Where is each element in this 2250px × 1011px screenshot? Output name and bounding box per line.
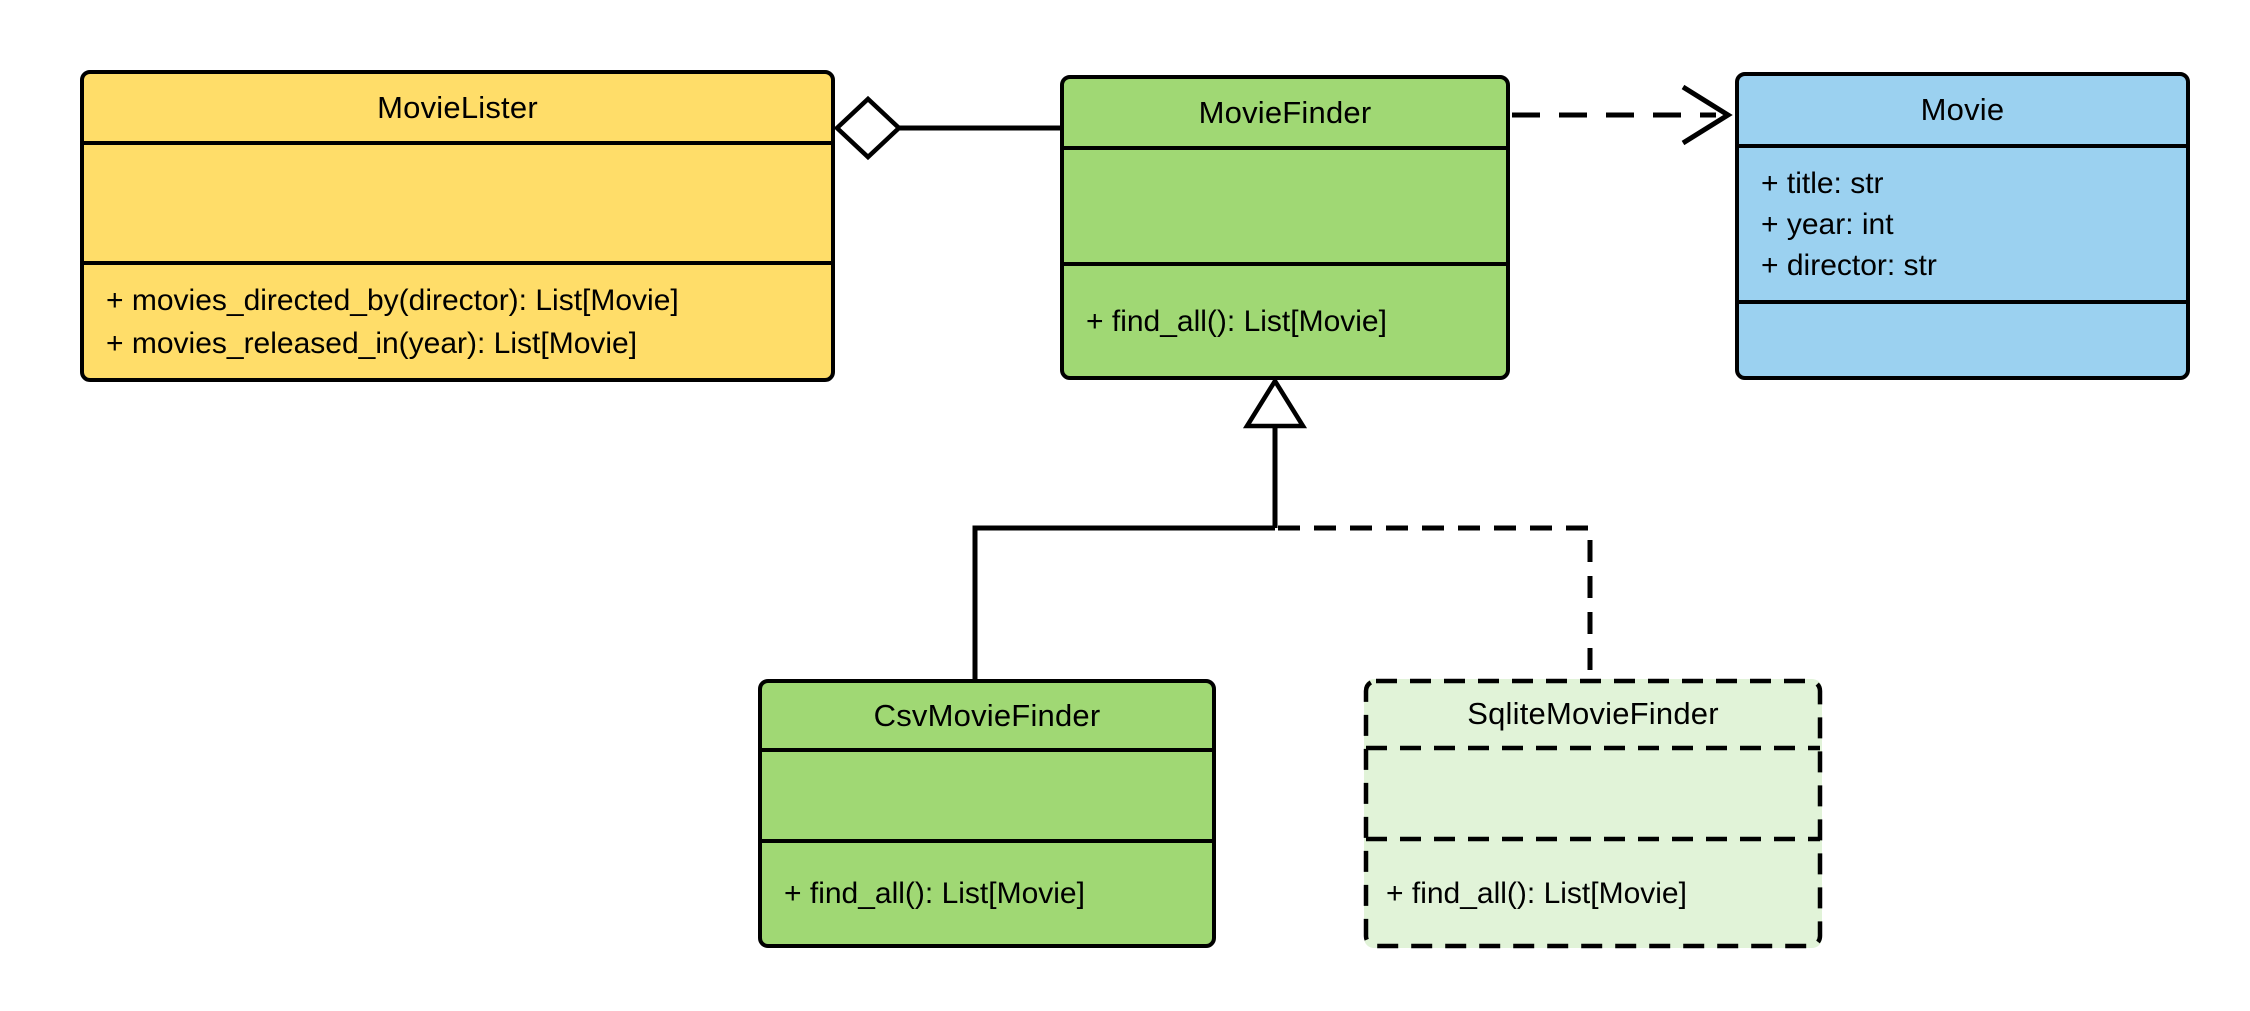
class-moviefinder-title: MovieFinder [1198, 94, 1372, 130]
method-movies-released-in: + movies_released_in(year): List[Movie] [106, 326, 638, 360]
class-sqlitemoviefinder-title: SqliteMovieFinder [1467, 695, 1719, 731]
class-sqlitemoviefinder-attributes [1364, 748, 1822, 839]
method-find-all: + find_all(): List[Movie] [1086, 304, 1387, 338]
generalization-solid-connector [972, 376, 1308, 679]
class-csvmoviefinder: CsvMovieFinder + find_all(): List[Movie] [758, 679, 1216, 948]
generalization-triangle-icon [1242, 376, 1308, 429]
aggregation-connector [833, 95, 1060, 161]
class-sqlitemoviefinder-methods: + find_all(): List[Movie] [1364, 839, 1822, 948]
attribute-director: + director: str [1761, 248, 1937, 282]
aggregation-diamond-icon [833, 95, 903, 161]
method-find-all: + find_all(): List[Movie] [1386, 877, 1687, 910]
class-movielister-attributes [84, 141, 831, 261]
class-sqlitemoviefinder: SqliteMovieFinder + find_all(): List[Mov… [1364, 679, 1822, 948]
class-csvmoviefinder-attributes [762, 748, 1212, 839]
class-movie-methods [1739, 300, 2186, 376]
dependency-open-arrow-icon [1681, 84, 1733, 146]
class-movie-attributes: + title: str + year: int + director: str [1739, 144, 2186, 300]
generalization-dashed-connector [1278, 525, 1593, 679]
class-movie-title: Movie [1920, 92, 2005, 127]
class-moviefinder-attributes [1064, 146, 1506, 262]
class-movielister-title: MovieLister [377, 89, 538, 125]
generalization-branch-csv [972, 525, 1275, 679]
attribute-year: + year: int [1761, 207, 1894, 241]
class-csvmoviefinder-title: CsvMovieFinder [873, 697, 1101, 733]
method-movies-directed-by: + movies_directed_by(director): List[Mov… [106, 283, 679, 317]
attribute-title: + title: str [1761, 166, 1884, 200]
class-movielister-methods: + movies_directed_by(director): List[Mov… [84, 261, 831, 378]
class-movielister: MovieLister + movies_directed_by(directo… [80, 70, 835, 382]
method-find-all: + find_all(): List[Movie] [784, 877, 1085, 910]
class-moviefinder: MovieFinder + find_all(): List[Movie] [1060, 75, 1510, 380]
class-csvmoviefinder-methods: + find_all(): List[Movie] [762, 839, 1212, 944]
class-moviefinder-methods: + find_all(): List[Movie] [1064, 262, 1506, 376]
generalization-branch-sqlite [1278, 525, 1593, 679]
class-movie: Movie + title: str + year: int + directo… [1735, 72, 2190, 380]
dependency-connector [1512, 84, 1733, 146]
